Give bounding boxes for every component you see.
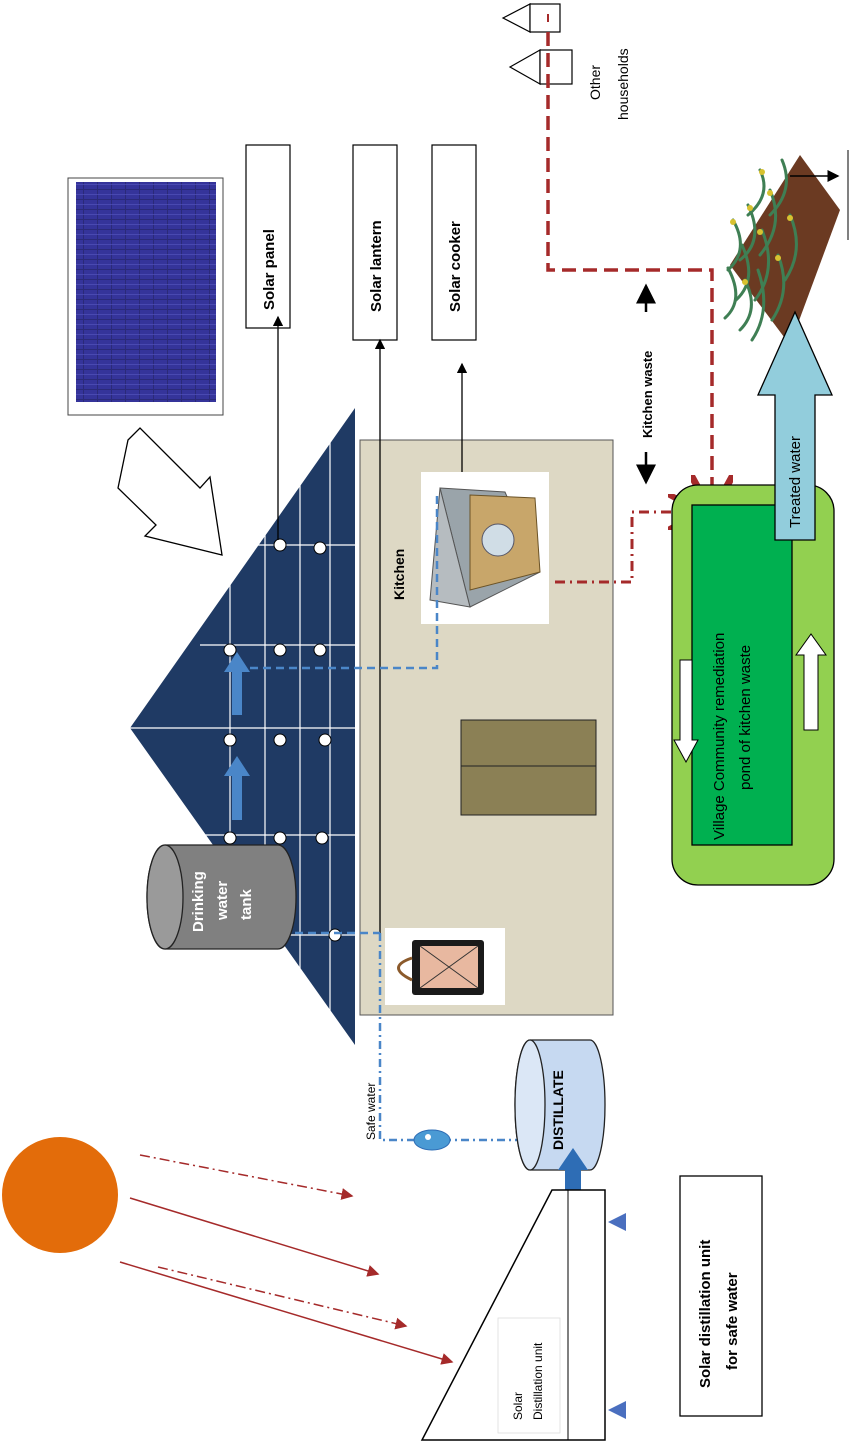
solar-lantern-box: Solar lantern — [352, 144, 398, 341]
solar-cooker-label: Solar cooker — [447, 221, 464, 312]
tank-label-line2: water — [214, 881, 231, 921]
water-pipe — [230, 492, 520, 1142]
water-drop-icon — [413, 1129, 451, 1151]
other-households: Other households — [501, 3, 631, 120]
pond-flow-up-arrow — [795, 633, 827, 731]
sun-rays — [119, 1154, 454, 1365]
kitchen-waste-label: Kitchen waste — [640, 351, 655, 438]
waste-line — [546, 32, 712, 510]
distillation-unit-label-1: Solar — [511, 1392, 525, 1420]
pond-label-line1: Village Community remediation — [711, 633, 728, 840]
distillation-caption-box: Solar distillation unit for safe water — [679, 1175, 763, 1417]
kitchen-window — [460, 719, 597, 816]
tank-label-line1: Drinking — [190, 871, 207, 932]
drinking-water-tank: Drinking water tank — [146, 844, 297, 950]
solar-cooker-box: Solar cooker — [431, 144, 477, 341]
pond-flow-down-arrow — [673, 659, 699, 764]
distillation-unit: Solar Distillation unit — [420, 1189, 626, 1441]
kitchen-waste-label-group: Kitchen waste — [636, 283, 656, 485]
other-households-line1: Other — [587, 65, 603, 100]
panel-to-roof-arrow — [117, 427, 223, 556]
caption-line2: for safe water — [724, 1272, 741, 1370]
distillate-tank: DISTILLATE — [514, 1039, 606, 1171]
distillation-unit-label-2: Distillation unit — [531, 1342, 545, 1420]
other-households-line2: households — [615, 48, 631, 120]
tank-label-line3: tank — [238, 889, 255, 921]
crop-field-image — [723, 150, 849, 345]
remediation-pond: Village Community remediation pond of ki… — [671, 484, 835, 886]
solar-panel-box: Solar panel — [245, 144, 291, 329]
pond-label-line2: pond of kitchen waste — [737, 645, 754, 790]
solar-lantern-label: Solar lantern — [368, 220, 385, 312]
distillate-label: DISTILLATE — [550, 1070, 566, 1150]
treated-water-label: Treated water — [787, 436, 804, 528]
lantern-image — [385, 928, 505, 1005]
kitchen-waste-line — [555, 512, 698, 584]
solar-cooker-image — [421, 472, 549, 624]
safe-water-label: Safe water — [364, 1083, 378, 1140]
solar-panel-label: Solar panel — [261, 229, 278, 310]
treated-water-arrow: Treated water — [756, 310, 834, 541]
caption-line1: Solar distillation unit — [697, 1240, 714, 1388]
solar-panel-image — [67, 177, 224, 416]
sun-icon — [2, 1137, 118, 1253]
house-roof — [130, 408, 355, 1045]
kitchen-label: Kitchen — [391, 549, 407, 600]
